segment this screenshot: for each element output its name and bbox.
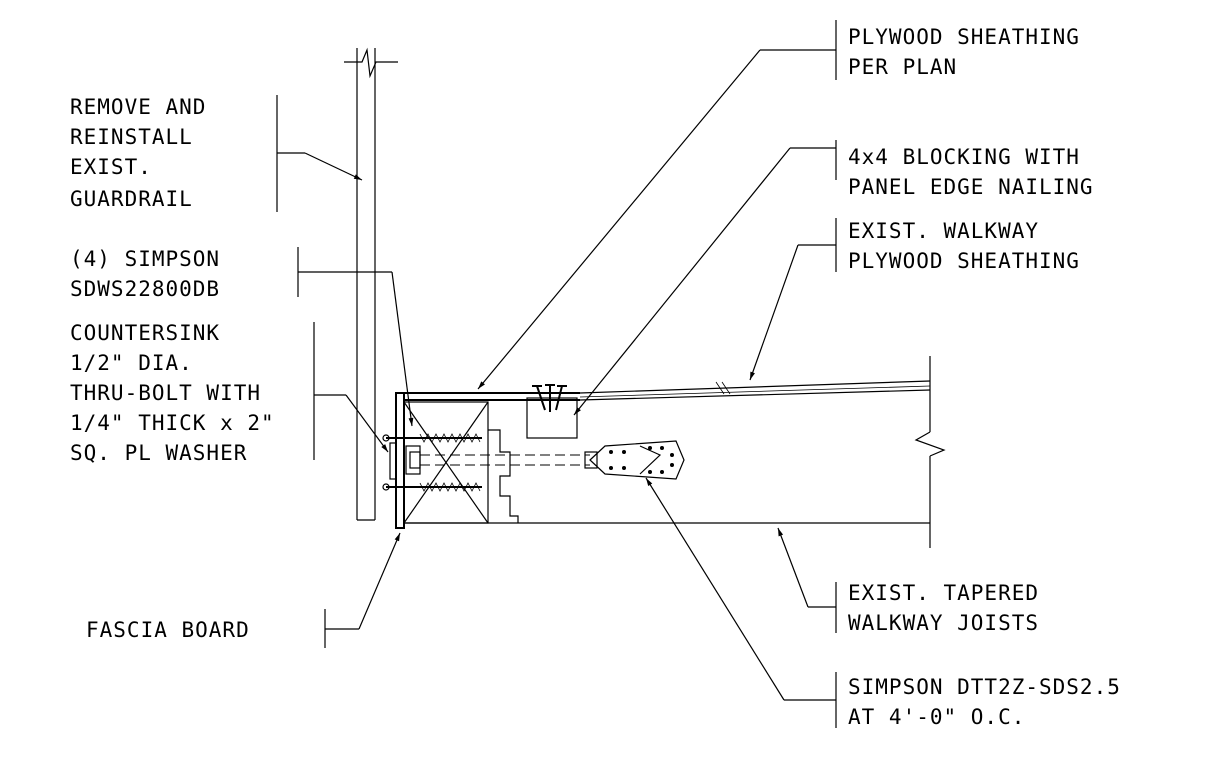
blocking-4x4 bbox=[526, 384, 578, 439]
label-bolt-3: THRU-BOLT WITH bbox=[70, 381, 261, 405]
bolt-washer bbox=[389, 442, 421, 480]
callout-guardrail: REMOVE AND REINSTALL EXIST. GUARDRAIL bbox=[70, 95, 206, 211]
label-hold-down-2: AT 4'-0" O.C. bbox=[848, 705, 1025, 729]
callout-hold-down: SIMPSON DTT2Z-SDS2.5 AT 4'-0" O.C. bbox=[848, 675, 1121, 729]
hold-down-bracket bbox=[584, 440, 685, 480]
label-guardrail-3: EXIST. bbox=[70, 155, 152, 179]
label-screws-1: (4) SIMPSON bbox=[70, 247, 220, 271]
label-bolt-5: SQ. PL WASHER bbox=[70, 441, 247, 465]
label-fascia: FASCIA BOARD bbox=[86, 618, 250, 642]
existing-walkway-plywood bbox=[579, 380, 931, 401]
callout-screws: (4) SIMPSON SDWS22800DB bbox=[70, 247, 220, 301]
callout-exist-walkway-plywood: EXIST. WALKWAY PLYWOOD SHEATHING bbox=[848, 219, 1080, 273]
label-guardrail-2: REINSTALL bbox=[70, 125, 193, 149]
label-screws-2: SDWS22800DB bbox=[70, 277, 220, 301]
label-bolt-2: 1/2" DIA. bbox=[70, 351, 193, 375]
callout-fascia: FASCIA BOARD bbox=[86, 618, 250, 642]
callout-bolt: COUNTERSINK 1/2" DIA. THRU-BOLT WITH 1/4… bbox=[70, 321, 275, 465]
fascia-board bbox=[395, 392, 405, 529]
label-joists-1: EXIST. TAPERED bbox=[848, 581, 1039, 605]
label-bolt-4: 1/4" THICK x 2" bbox=[70, 411, 275, 435]
callout-joists: EXIST. TAPERED WALKWAY JOISTS bbox=[848, 581, 1039, 635]
label-plywood-sheathing-1: PLYWOOD SHEATHING bbox=[848, 25, 1080, 49]
label-hold-down-1: SIMPSON DTT2Z-SDS2.5 bbox=[848, 675, 1121, 699]
thru-bolt bbox=[420, 454, 590, 466]
label-plywood-sheathing-2: PER PLAN bbox=[848, 55, 957, 79]
label-guardrail-1: REMOVE AND bbox=[70, 95, 206, 119]
leader-lines bbox=[276, 20, 837, 728]
rim-block bbox=[403, 401, 519, 524]
label-blocking-1: 4x4 BLOCKING WITH bbox=[848, 145, 1080, 169]
label-bolt-1: COUNTERSINK bbox=[70, 321, 220, 345]
walkway-joist bbox=[404, 356, 946, 548]
label-blocking-2: PANEL EDGE NAILING bbox=[848, 175, 1094, 199]
callout-plywood-sheathing: PLYWOOD SHEATHING PER PLAN bbox=[848, 25, 1080, 79]
label-guardrail-4: GUARDRAIL bbox=[70, 187, 193, 211]
label-joists-2: WALKWAY JOISTS bbox=[848, 611, 1039, 635]
label-exist-walkway-1: EXIST. WALKWAY bbox=[848, 219, 1039, 243]
guardrail-post bbox=[344, 47, 398, 521]
callout-blocking: 4x4 BLOCKING WITH PANEL EDGE NAILING bbox=[848, 145, 1094, 199]
label-exist-walkway-2: PLYWOOD SHEATHING bbox=[848, 249, 1080, 273]
screws bbox=[382, 433, 482, 492]
